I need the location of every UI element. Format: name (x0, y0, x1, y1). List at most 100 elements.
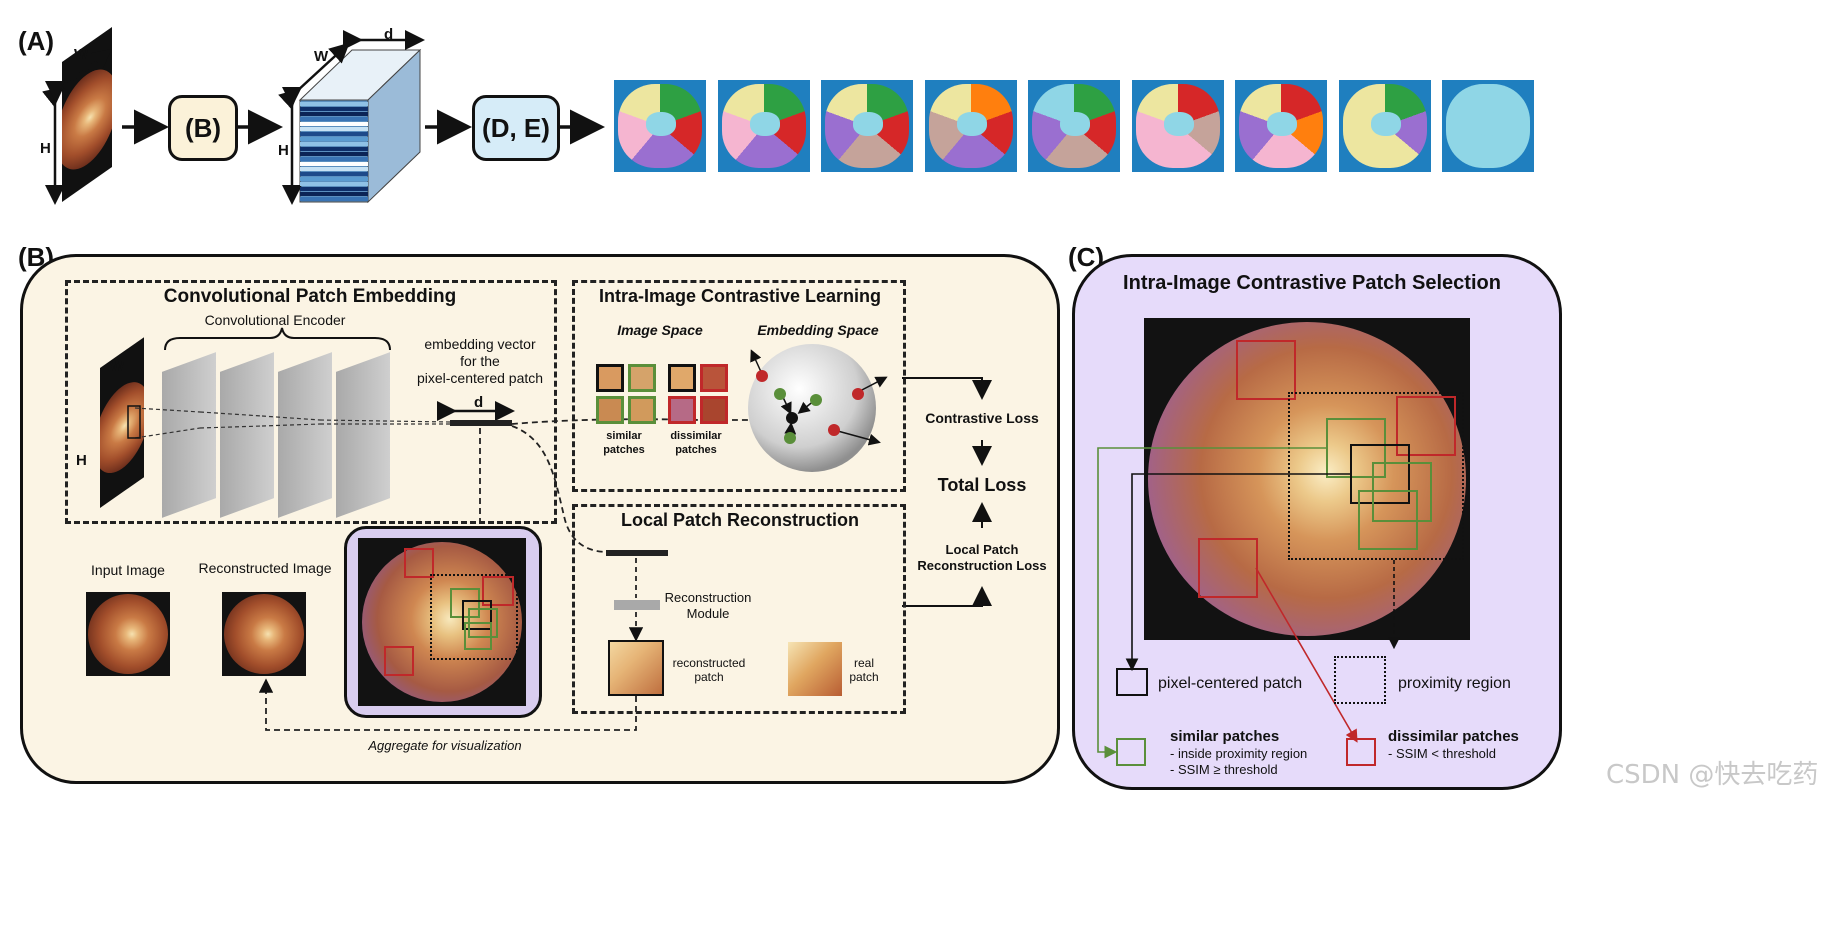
pixel-centered-box (1350, 444, 1410, 504)
dissimilar-legend-line1: - SSIM < threshold (1388, 746, 1497, 761)
cube-stripe (300, 107, 368, 111)
dissimilar-legend-title: dissimilar patches (1388, 728, 1519, 745)
panel-c-title: Intra-Image Contrastive Patch Selection (1123, 272, 1501, 294)
recon-module-bar (614, 600, 660, 610)
reconstruction-title: Local Patch Reconstruction (620, 510, 860, 530)
segmentation-map (1442, 80, 1534, 172)
cube-stripe (300, 117, 368, 121)
embedding-space-label: Embedding Space (757, 322, 879, 338)
aggregate-label: Aggregate for visualization (368, 738, 522, 753)
panel-a-svg (42, 30, 605, 205)
similar-box-3 (1358, 490, 1418, 550)
proximity-legend-box (1334, 656, 1386, 704)
dissimilar-patches-label: dissimilar patches (670, 430, 722, 456)
segmentation-map (924, 80, 1017, 172)
red-dot-2 (852, 388, 864, 400)
dissimilar-box-2 (1396, 396, 1456, 456)
cube-stripe (300, 157, 368, 161)
similar-legend-title: similar patches (1170, 728, 1280, 745)
step-b-box: (B) (168, 95, 238, 161)
pixel-centered-leader (1125, 473, 1350, 672)
w-label-b: W (110, 358, 125, 375)
similar-legend-line2: - SSIM ≥ threshold (1170, 762, 1278, 777)
similar-patch-1 (628, 364, 656, 392)
conv-embedding-box (65, 280, 557, 524)
cube-stripe (300, 167, 368, 171)
dissimilar-patch-1 (700, 364, 728, 392)
reconstructed-image-label: Reconstructed Image (198, 560, 332, 576)
contrastive-learning-box (572, 280, 906, 492)
reconstructed-image (222, 592, 306, 676)
pixel-centered-legend-label: pixel-centered patch (1158, 675, 1303, 692)
embedding-vector-label: embedding vector for the pixel-centered … (416, 336, 544, 386)
segmentation-map (1131, 80, 1224, 172)
segmentation-map (614, 80, 706, 172)
dissimilar-patch-2 (668, 396, 696, 424)
proximity-legend-label: proximity region (1398, 675, 1511, 692)
panel-c-fundus (1144, 318, 1470, 640)
similar-box-2 (1372, 462, 1432, 522)
cube-stripe (300, 182, 368, 186)
real-patch-label: real patch (849, 656, 879, 685)
input-image (86, 592, 170, 676)
red-dot-3 (828, 424, 840, 436)
local-loss-label: Local Patch Reconstruction Loss (917, 542, 1047, 574)
segmentation-map (717, 80, 810, 172)
dissimilar-patch-3 (700, 396, 728, 424)
similar-patch-2 (596, 396, 624, 424)
h-label-b: H (76, 452, 87, 469)
cube-stripe (300, 177, 368, 181)
input-patch-box (127, 405, 141, 439)
similar-box-1 (1326, 418, 1386, 478)
cube-stripe (300, 137, 368, 141)
cube-stripe (300, 162, 368, 166)
w-arrow-a (42, 48, 112, 108)
cube-stripe (300, 187, 368, 191)
anchor-patch-1 (596, 364, 624, 392)
anchor-dot (786, 412, 798, 424)
recon-module-label: Reconstruction Module (664, 590, 752, 621)
dissimilar-leader (1255, 567, 1358, 743)
embedding-bar (450, 420, 512, 426)
recon-input-bar (606, 550, 668, 556)
cube-stripe (300, 127, 368, 131)
conv-encoder-label: Convolutional Encoder (204, 312, 346, 328)
green-dot-2 (810, 394, 822, 406)
contrastive-loss-label: Contrastive Loss (925, 410, 1039, 426)
similar-patch-3 (628, 396, 656, 424)
cube-stripe (300, 102, 368, 106)
reconstructed-patch-label: reconstructed patch (672, 656, 746, 685)
segmentation-map (1338, 80, 1431, 172)
conv-embedding-title: Convolutional Patch Embedding (163, 286, 457, 307)
image-space-label: Image Space (617, 322, 703, 338)
cube-stripe (300, 197, 368, 201)
visualization-fundus (358, 538, 526, 706)
to-reconstruction (511, 425, 609, 553)
segmentation-map (1235, 80, 1327, 172)
contrastive-arrow (902, 377, 992, 400)
step-de-box: (D, E) (472, 95, 560, 161)
pixel-centered-legend-box (1116, 668, 1148, 696)
anchor-patch-2 (668, 364, 696, 392)
dissimilar-legend-box (1346, 738, 1376, 766)
similar-legend-line1: - inside proximity region (1170, 746, 1308, 761)
cube-stripe (300, 147, 368, 151)
cube-stripe (300, 172, 368, 176)
segmentation-map (821, 80, 913, 172)
green-dot-3 (784, 432, 796, 444)
cube-stripe (300, 132, 368, 136)
cube-stripe (300, 112, 368, 116)
reconstruction-box (572, 504, 906, 714)
dissimilar-box-3 (1198, 538, 1258, 598)
embedding-sphere (748, 344, 876, 472)
reconstructed-patch-image (608, 640, 664, 696)
similar-legend-box (1116, 738, 1146, 766)
h-label-cube: H (278, 142, 289, 159)
encoder-brace (164, 327, 391, 351)
d-label-cube: d (384, 26, 394, 43)
reconstruction-arrow (902, 586, 992, 607)
cube-stripe (300, 192, 368, 196)
red-dot-1 (756, 370, 768, 382)
